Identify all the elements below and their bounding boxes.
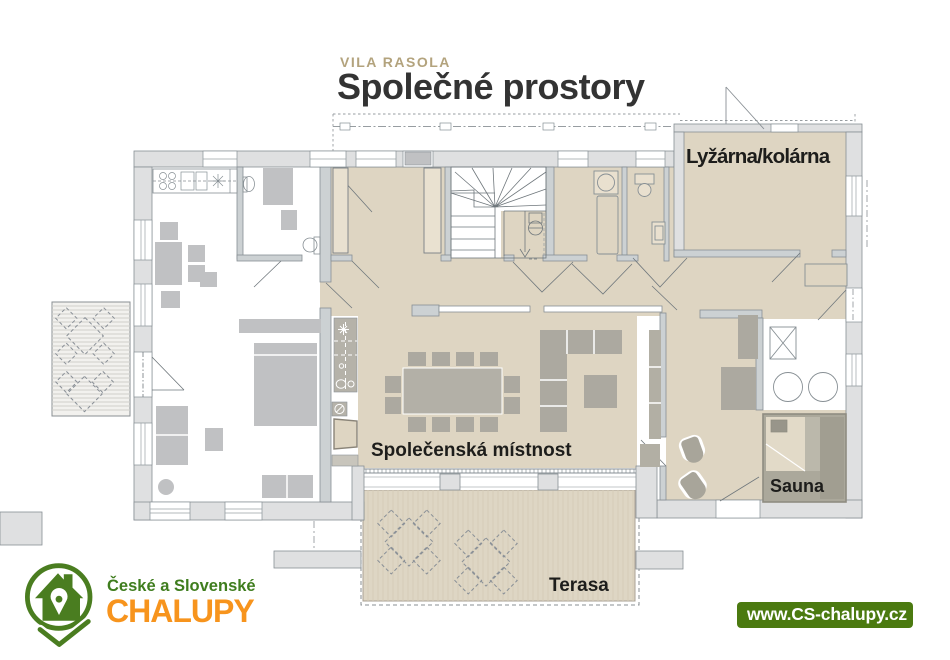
- svg-text:Sauna: Sauna: [770, 476, 825, 496]
- svg-text:VILA RASOLA: VILA RASOLA: [340, 54, 451, 70]
- svg-text:www.CS-chalupy.cz: www.CS-chalupy.cz: [746, 604, 907, 624]
- svg-text:České a Slovenské: České a Slovenské: [107, 576, 256, 595]
- svg-text:Společné prostory: Společné prostory: [337, 66, 645, 107]
- svg-text:Terasa: Terasa: [549, 575, 609, 596]
- svg-text:Lyžárna/kolárna: Lyžárna/kolárna: [686, 145, 831, 168]
- svg-text:CHALUPY: CHALUPY: [106, 593, 254, 629]
- svg-text:Společenská místnost: Společenská místnost: [371, 440, 572, 461]
